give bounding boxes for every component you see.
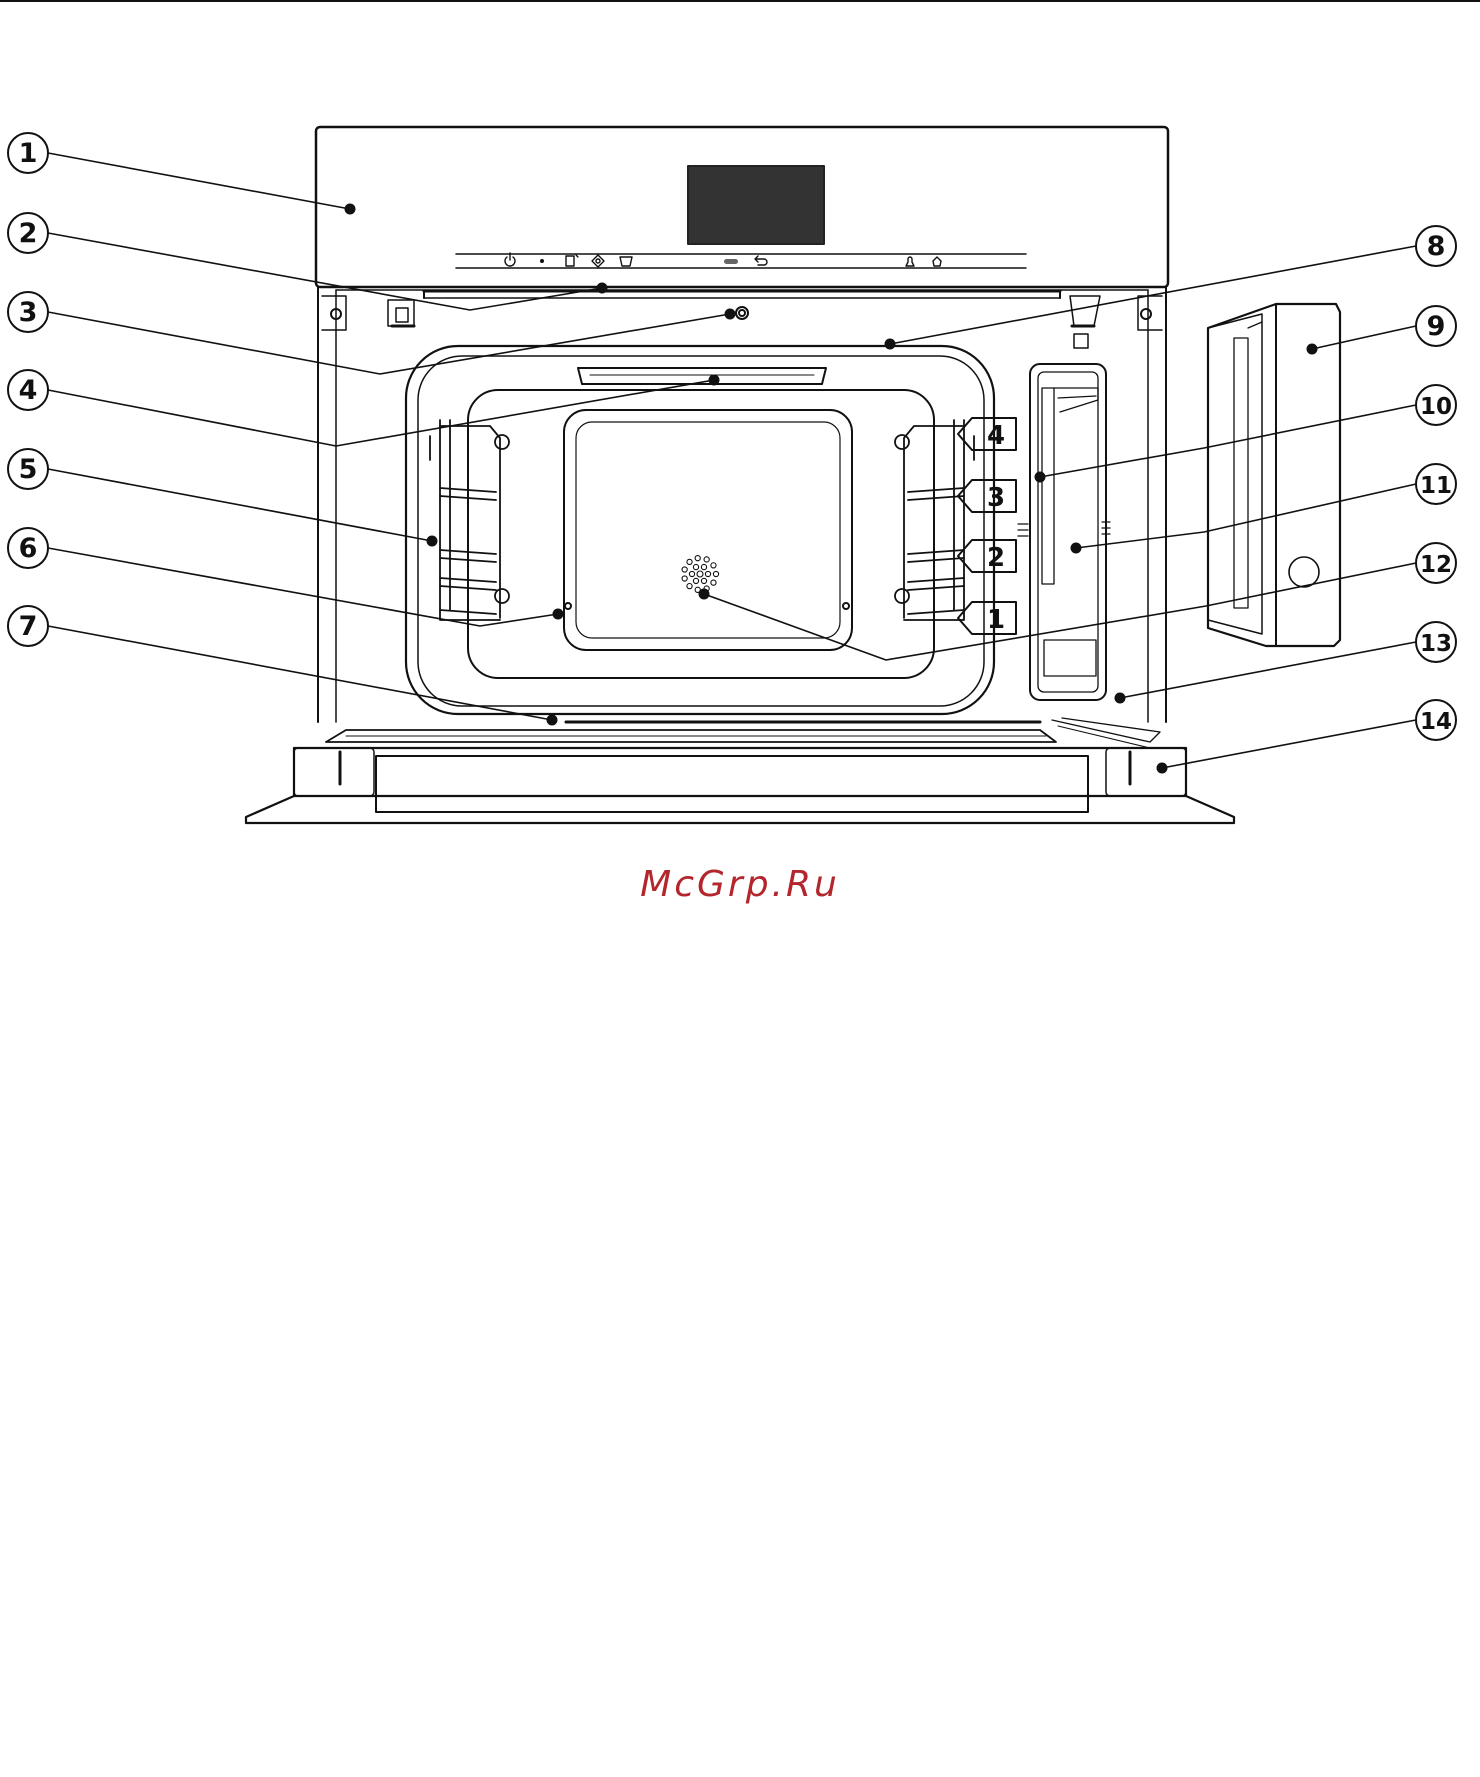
anchor-dot-9	[1307, 344, 1318, 355]
anchor-dot-3	[725, 309, 736, 320]
shelf-tab-3: 3	[958, 480, 1016, 513]
anchor-dot-6	[553, 609, 564, 620]
leader-line-6	[48, 548, 558, 626]
callout-4: 4	[8, 370, 48, 410]
leader-line-11	[1076, 484, 1416, 548]
anchor-dot-7	[547, 715, 558, 726]
watermark: McGrp.Ru	[0, 864, 1480, 905]
program-icon	[566, 255, 578, 266]
diamond-icon	[592, 255, 604, 267]
callout-5: 5	[8, 449, 48, 489]
callout-3: 3	[8, 292, 48, 332]
water-container	[1208, 304, 1340, 646]
callout-7: 7	[8, 606, 48, 646]
container-button	[1289, 557, 1319, 587]
callout-12: 12	[1416, 543, 1456, 583]
anchor-dot-1	[345, 204, 356, 215]
shelf-level-label: 3	[987, 483, 1005, 513]
callout-number: 3	[19, 297, 38, 328]
leader-line-9	[1312, 326, 1416, 349]
anchor-dot-10	[1035, 472, 1046, 483]
anchor-dot-13	[1115, 693, 1126, 704]
callout-number: 11	[1420, 473, 1452, 499]
oven-door	[246, 718, 1234, 823]
anchor-dot-14	[1157, 763, 1168, 774]
shelf-level-label: 4	[987, 421, 1005, 451]
callout-number: 2	[19, 218, 38, 249]
anchor-dot-4	[709, 375, 720, 386]
callout-11: 11	[1416, 464, 1456, 504]
leader-lines	[48, 153, 1416, 768]
callout-2: 2	[8, 213, 48, 253]
leader-line-5	[48, 469, 432, 541]
callout-number: 13	[1420, 631, 1452, 657]
callout-13: 13	[1416, 622, 1456, 662]
dot-icon	[540, 259, 544, 263]
bell-icon	[906, 257, 914, 266]
shelf-level-label: 2	[987, 543, 1005, 573]
callout-number: 12	[1420, 552, 1452, 578]
shelf-tab-1: 1	[958, 602, 1016, 635]
control-panel	[316, 127, 1168, 287]
callout-8: 8	[1416, 226, 1456, 266]
left-shelf-runners	[430, 420, 509, 620]
leader-line-1	[48, 153, 350, 209]
callout-number: 9	[1427, 311, 1446, 342]
callout-number: 8	[1427, 231, 1446, 262]
callout-14: 14	[1416, 700, 1456, 740]
left-hinge	[388, 300, 414, 326]
pot-icon	[620, 257, 632, 266]
callout-number: 14	[1420, 709, 1452, 735]
anchor-dot-5	[427, 536, 438, 547]
anchor-dot-2	[597, 283, 608, 294]
slider-icon	[724, 259, 738, 264]
anchor-dot-11	[1071, 543, 1082, 554]
callout-9: 9	[1416, 306, 1456, 346]
light-icon	[933, 257, 941, 266]
oven-frame	[318, 287, 1166, 722]
callout-number: 1	[19, 138, 38, 169]
shelf-level-label: 1	[987, 605, 1005, 635]
leader-line-14	[1162, 720, 1416, 768]
power-icon	[505, 253, 515, 266]
leader-line-3	[48, 312, 730, 374]
leader-line-7	[48, 626, 552, 720]
callout-6: 6	[8, 528, 48, 568]
shelf-level-tabs: 4 3 2 1	[958, 418, 1016, 635]
callout-number: 5	[19, 454, 38, 485]
callout-10: 10	[1416, 385, 1456, 425]
leader-line-13	[1120, 642, 1416, 698]
right-hinge	[1070, 296, 1100, 348]
anchor-dot-8	[885, 339, 896, 350]
anchor-dot-12	[699, 589, 710, 600]
sensor	[736, 307, 748, 319]
callout-number: 7	[19, 611, 38, 642]
oven-cavity	[406, 346, 1110, 714]
shelf-tab-2: 2	[958, 540, 1016, 573]
back-icon	[755, 256, 767, 265]
steam-inlet	[682, 556, 719, 593]
water-tank-compartment	[1018, 364, 1110, 700]
callout-1: 1	[8, 133, 48, 173]
callout-number: 4	[19, 375, 38, 406]
callout-number: 10	[1420, 394, 1452, 420]
display-screen	[688, 166, 824, 244]
rear-panel	[564, 410, 852, 650]
shelf-tab-4: 4	[958, 418, 1016, 451]
leader-line-10	[1040, 405, 1416, 477]
callout-number: 6	[19, 533, 38, 564]
